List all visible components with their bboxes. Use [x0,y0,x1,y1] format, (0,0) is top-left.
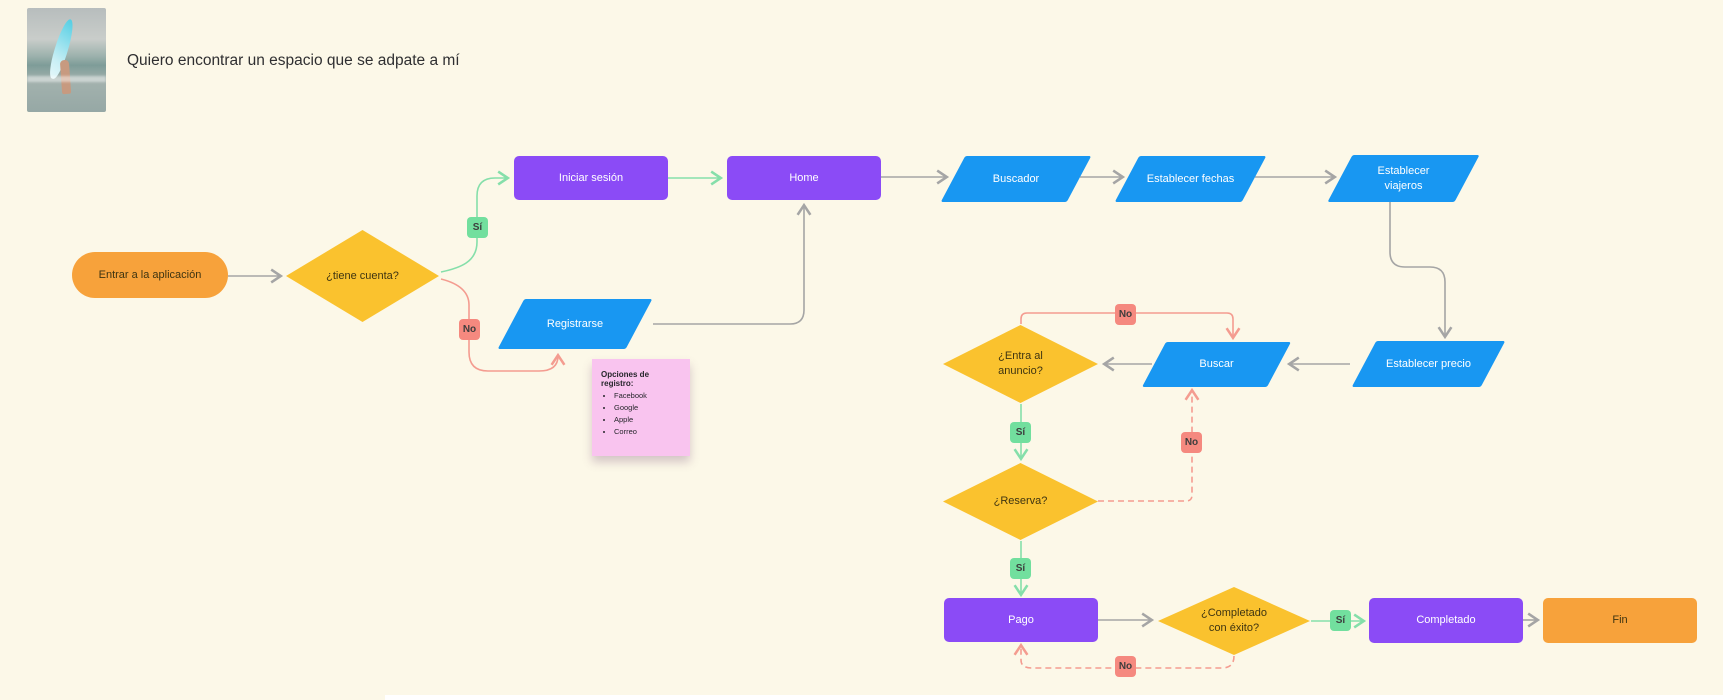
node-completado[interactable]: Completado [1369,598,1523,643]
sea-foam-shape [27,76,106,82]
sticky-note-title: Opciones de registro: [601,370,650,388]
sticky-note-item: Apple [614,415,683,424]
node-establecer-fechas[interactable]: Establecer fechas [1113,156,1268,202]
canvas-edge-strip [385,695,1723,700]
node-buscar[interactable]: Buscar [1140,342,1293,387]
page-title[interactable]: Quiero encontrar un espacio que se adpat… [127,52,460,69]
badge-si-entraanuncio[interactable]: Sí [1010,422,1031,443]
surfer-photo[interactable] [27,8,106,112]
badge-si-tienecuenta[interactable]: Sí [467,217,488,238]
badge-no-tienecuenta[interactable]: No [459,319,480,340]
edge-registrarse-to-home[interactable] [653,202,812,325]
node-registrarse[interactable]: Registrarse [497,299,653,349]
edge-tienecuenta-no-registrarse[interactable] [440,278,566,372]
edge-completadoexito-no-pago[interactable] [1013,642,1235,669]
node-establecer-precio[interactable]: Establecer precio [1350,341,1507,387]
sticky-note-opciones-registro[interactable]: Opciones de registro: Facebook Google Ap… [592,359,690,456]
badge-no-entraanuncio[interactable]: No [1115,304,1136,325]
sticky-note-item: Facebook [614,391,683,400]
node-entrar-aplicacion[interactable]: Entrar a la aplicación [72,252,228,298]
badge-no-reserva[interactable]: No [1181,432,1202,453]
node-pago[interactable]: Pago [944,598,1098,642]
edge-tienecuenta-si-iniciar[interactable] [440,170,511,273]
node-fin[interactable]: Fin [1543,598,1697,643]
badge-no-completadoexito[interactable]: No [1115,656,1136,677]
node-home[interactable]: Home [727,156,881,200]
edge-viajeros-to-precio[interactable] [1389,202,1453,340]
sticky-note-item: Google [614,403,683,412]
edge-reserva-no-buscar[interactable] [1098,387,1200,502]
node-establecer-viajeros[interactable]: Establecer viajeros [1326,155,1481,202]
node-iniciar-sesion[interactable]: Iniciar sesión [514,156,668,200]
node-buscador[interactable]: Buscador [939,156,1093,202]
badge-si-reserva[interactable]: Sí [1010,558,1031,579]
sticky-note-item: Correo [614,427,683,436]
badge-si-completadoexito[interactable]: Sí [1330,610,1351,631]
sticky-note-list: Facebook Google Apple Correo [601,391,683,436]
